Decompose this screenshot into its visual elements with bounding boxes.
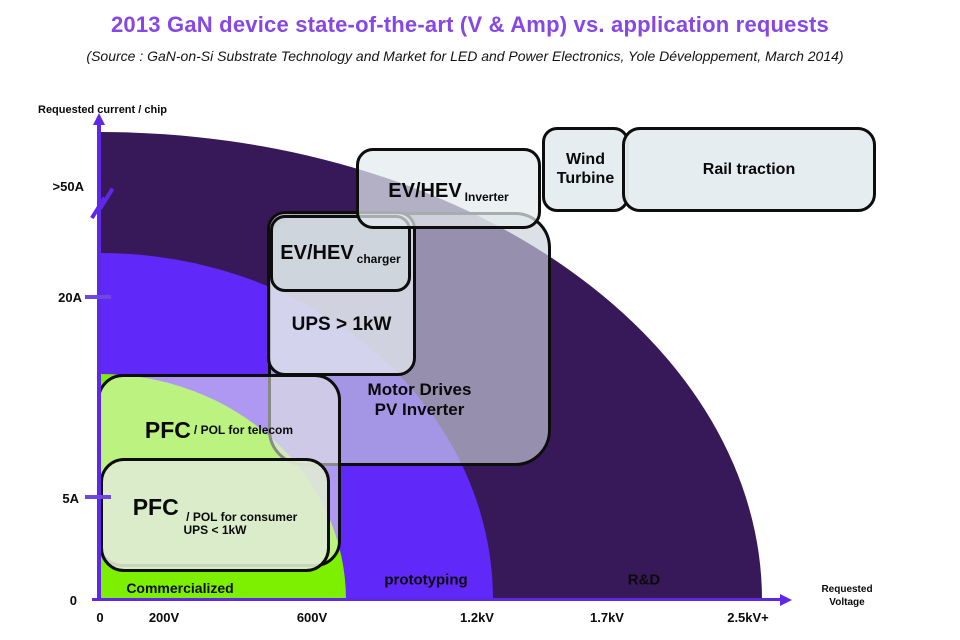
pfc-consumer-row: PFC / POL for consumer bbox=[132, 493, 298, 524]
y-tick-label-50a: >50A bbox=[52, 179, 84, 194]
x-tick-label-600v: 600V bbox=[296, 610, 328, 625]
motor-drives-label: Motor Drives PV Inverter bbox=[281, 380, 558, 419]
app-box-pfc-consumer: PFC / POL for consumer UPS < 1kW bbox=[100, 458, 330, 572]
pfc-telecom-sub: / POL for telecom bbox=[193, 423, 294, 437]
app-box-evhev-inverter: EV/HEV Inverter bbox=[356, 148, 541, 229]
x-tick-label-200v: 200V bbox=[148, 610, 180, 625]
rail-traction-label: Rail traction bbox=[702, 160, 796, 178]
x-tick-label-2-5kv: 2.5kV+ bbox=[727, 610, 769, 625]
y-tick-label-0: 0 bbox=[69, 593, 77, 608]
tick-5a bbox=[85, 495, 111, 499]
x-tick-label-1-2kv: 1.2kV bbox=[460, 610, 494, 625]
motor-drives-line2: PV Inverter bbox=[374, 399, 465, 419]
commercialized-label: Commercialized bbox=[126, 580, 234, 596]
pfc-telecom-main: PFC bbox=[144, 417, 191, 443]
x-axis-title: Requested Voltage bbox=[812, 584, 882, 609]
y-tick-label-5a: 5A bbox=[62, 491, 79, 506]
evhev-inverter-sub: Inverter bbox=[464, 189, 509, 204]
pfc-consumer-sub: / POL for consumer bbox=[186, 509, 298, 524]
plot-area: Motor Drives PV Inverter UPS > 1kW EV/HE… bbox=[97, 116, 897, 601]
app-box-rail-traction: Rail traction bbox=[622, 127, 876, 212]
y-axis-line bbox=[97, 124, 101, 601]
tick-20a bbox=[85, 295, 111, 299]
x-axis-title-line2: Voltage bbox=[829, 596, 865, 608]
pfc-consumer-main: PFC bbox=[132, 493, 179, 520]
x-axis-line bbox=[92, 597, 782, 601]
x-tick-label-0: 0 bbox=[96, 610, 104, 625]
evhev-inverter-main: EV/HEV bbox=[388, 180, 462, 202]
wind-line1: Wind bbox=[566, 151, 605, 169]
page-title: 2013 GaN device state-of-the-art (V & Am… bbox=[110, 12, 829, 37]
prototyping-label: prototyping bbox=[384, 571, 468, 589]
rnd-label: R&D bbox=[627, 571, 661, 589]
evhev-charger-main: EV/HEV bbox=[280, 242, 354, 264]
x-axis-title-line1: Requested bbox=[821, 584, 873, 595]
motor-drives-line1: Motor Drives bbox=[367, 380, 472, 399]
evhev-charger-sub: charger bbox=[356, 251, 401, 266]
pfc-consumer-ups-line: UPS < 1kW bbox=[183, 522, 247, 537]
source-note: (Source : GaN-on-Si Substrate Technology… bbox=[86, 48, 844, 64]
x-axis-arrow-icon bbox=[780, 593, 792, 606]
wind-line2: Turbine bbox=[556, 169, 615, 187]
y-axis-title: Requested current / chip bbox=[38, 104, 167, 116]
x-tick-label-1-7kv: 1.7kV bbox=[590, 610, 624, 625]
ups-label: UPS > 1kW bbox=[291, 314, 392, 335]
y-axis-arrow-icon bbox=[93, 113, 105, 125]
y-tick-label-20a: 20A bbox=[58, 290, 82, 305]
app-box-wind-turbine: Wind Turbine bbox=[542, 127, 629, 212]
